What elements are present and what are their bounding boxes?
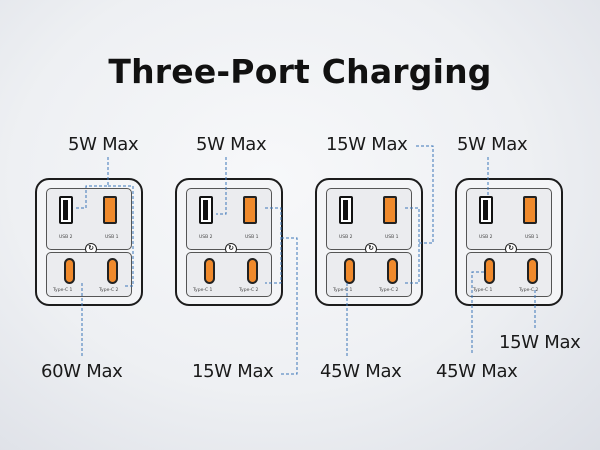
usb1-label: USB 1 [105,235,119,240]
usb-a-panel: USB 2 USB 1 [466,188,552,250]
page-title: Three-Port Charging [108,52,492,91]
typec-panel: Type-C 1 Type-C 2 [46,252,132,297]
usb2-label: USB 2 [339,235,353,240]
config-3-top-label: 15W Max [326,134,408,155]
typec1-port-icon [484,258,495,284]
typec1-label: Type-C 1 [473,288,493,293]
typec1-port-icon [204,258,215,284]
typec2-label: Type-C 2 [99,288,119,293]
typec1-port-icon [64,258,75,284]
usb1-label: USB 1 [385,235,399,240]
usb2-port-icon [479,196,493,224]
typec1-port-icon [344,258,355,284]
typec-panel: Type-C 1 Type-C 2 [186,252,272,297]
typec1-label: Type-C 1 [193,288,213,293]
typec2-label: Type-C 2 [379,288,399,293]
config-4-extra-label: 15W Max [499,332,581,353]
usb-a-panel: USB 2 USB 1 [186,188,272,250]
charger-3: USB 2 USB 1 ↻ Type-C 1 Type-C 2 [315,178,423,306]
usb2-label: USB 2 [479,235,493,240]
typec-panel: Type-C 1 Type-C 2 [326,252,412,297]
typec2-label: Type-C 2 [519,288,539,293]
usb-a-panel: USB 2 USB 1 [326,188,412,250]
usb2-port-icon [339,196,353,224]
charger-1: USB 2 USB 1 ↻ Type-C 1 Type-C 2 [35,178,143,306]
usb1-port-icon [103,196,117,224]
config-1-top-label: 5W Max [68,134,139,155]
usb2-label: USB 2 [199,235,213,240]
config-4-top-label: 5W Max [457,134,528,155]
typec1-label: Type-C 1 [53,288,73,293]
usb1-label: USB 1 [525,235,539,240]
charger-4: USB 2 USB 1 ↻ Type-C 1 Type-C 2 [455,178,563,306]
usb2-label: USB 2 [59,235,73,240]
charger-2: USB 2 USB 1 ↻ Type-C 1 Type-C 2 [175,178,283,306]
config-3-bottom-label: 45W Max [320,361,402,382]
usb-a-panel: USB 2 USB 1 [46,188,132,250]
typec2-port-icon [527,258,538,284]
config-1-bottom-label: 60W Max [41,361,123,382]
config-4-bottom-label: 45W Max [436,361,518,382]
typec2-label: Type-C 2 [239,288,259,293]
config-2-top-label: 5W Max [196,134,267,155]
typec2-port-icon [247,258,258,284]
typec2-port-icon [107,258,118,284]
typec-panel: Type-C 1 Type-C 2 [466,252,552,297]
usb2-port-icon [199,196,213,224]
usb1-port-icon [243,196,257,224]
usb2-port-icon [59,196,73,224]
typec1-label: Type-C 1 [333,288,353,293]
typec2-port-icon [387,258,398,284]
usb1-port-icon [523,196,537,224]
config-2-bottom-label: 15W Max [192,361,274,382]
usb1-port-icon [383,196,397,224]
usb1-label: USB 1 [245,235,259,240]
